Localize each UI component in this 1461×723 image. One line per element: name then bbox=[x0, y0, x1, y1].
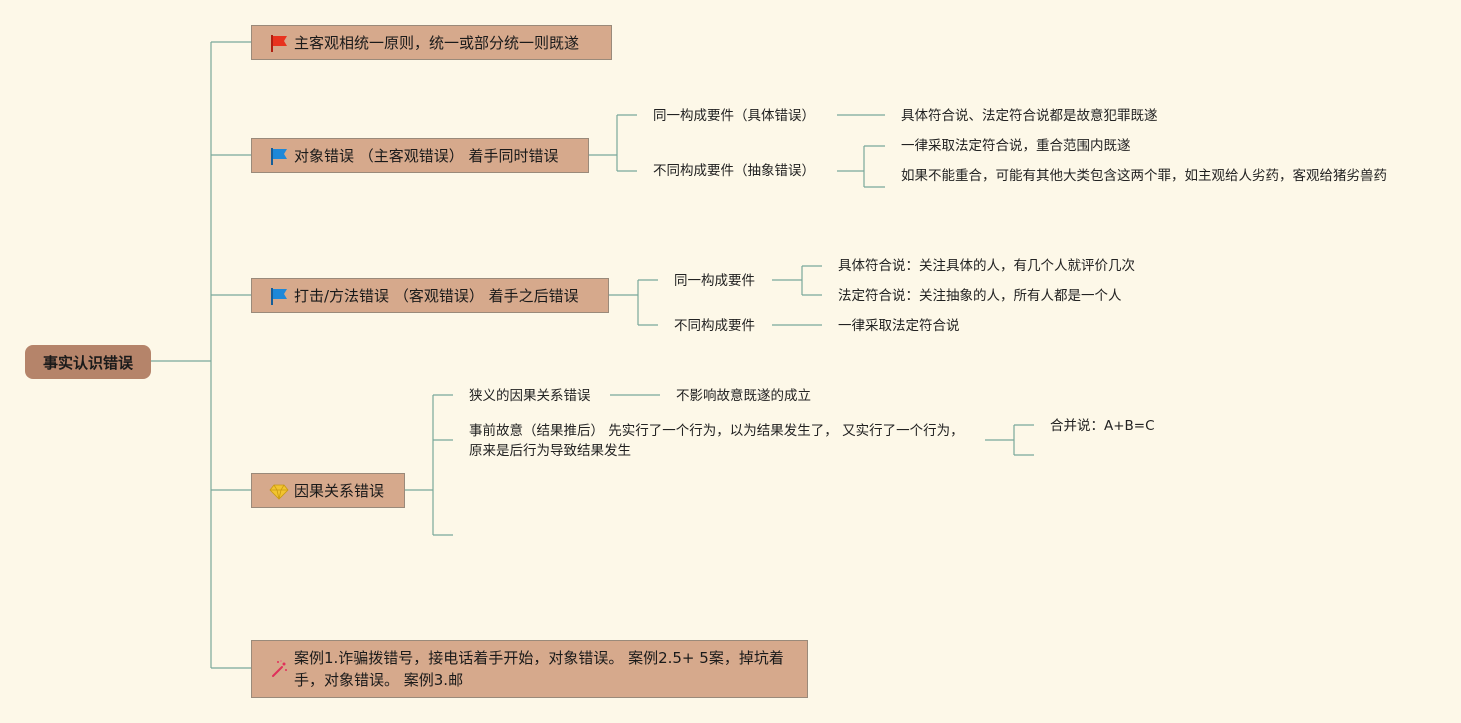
branch-cases[interactable]: 案例1.诈骗拨错号，接电话着手开始，对象错误。 案例2.5+ 5案，掉坑着手，对… bbox=[251, 640, 808, 698]
leaf-legal-theory[interactable]: 一律采取法定符合说，重合范围内既遂 bbox=[901, 138, 1131, 154]
leaf-both-theories[interactable]: 具体符合说、法定符合说都是故意犯罪既遂 bbox=[901, 108, 1158, 124]
branch-causation-error[interactable]: 因果关系错误 bbox=[251, 473, 405, 508]
sub-same-elements[interactable]: 同一构成要件 bbox=[674, 273, 755, 289]
branch-object-error[interactable]: 对象错误 （主客观错误） 着手同时错误 bbox=[251, 138, 589, 173]
leaf-concrete-theory[interactable]: 具体符合说：关注具体的人，有几个人就评价几次 bbox=[838, 258, 1135, 274]
leaf-no-effect[interactable]: 不影响故意既遂的成立 bbox=[676, 388, 811, 404]
branch-label: 打击/方法错误 （客观错误） 着手之后错误 bbox=[294, 287, 579, 305]
magic-wand-icon bbox=[269, 659, 289, 679]
branch-label: 因果关系错误 bbox=[294, 482, 385, 500]
root-node[interactable]: 事实认识错误 bbox=[25, 345, 151, 379]
branch-label: 主客观相统一原则，统一或部分统一则既遂 bbox=[294, 34, 580, 52]
sub-narrow-causation[interactable]: 狭义的因果关系错误 bbox=[469, 388, 591, 404]
leaf-no-overlap[interactable]: 如果不能重合，可能有其他大类包含这两个罪，如主观给人劣药，客观给猪劣兽药 bbox=[901, 168, 1387, 184]
sub-different-elements[interactable]: 不同构成要件 bbox=[674, 318, 755, 334]
sub-different-elements[interactable]: 不同构成要件（抽象错误） bbox=[653, 163, 815, 179]
sub-prior-intent[interactable]: 事前故意（结果推后） 先实行了一个行为，以为结果发生了， 又实行了一个行为，原来… bbox=[469, 423, 964, 459]
leaf-merge-theory[interactable]: 合并说：A+B=C bbox=[1050, 418, 1155, 434]
sub-same-elements[interactable]: 同一构成要件（具体错误） bbox=[653, 108, 815, 124]
blue-flag-icon bbox=[269, 146, 289, 166]
branch-principle[interactable]: 主客观相统一原则，统一或部分统一则既遂 bbox=[251, 25, 612, 60]
branch-label: 对象错误 （主客观错误） 着手同时错误 bbox=[294, 147, 559, 165]
blue-flag-icon bbox=[269, 286, 289, 306]
leaf-legal-theory-only[interactable]: 一律采取法定符合说 bbox=[838, 318, 960, 334]
root-label: 事实认识错误 bbox=[42, 353, 133, 372]
diamond-icon bbox=[269, 481, 289, 501]
red-flag-icon bbox=[269, 33, 289, 53]
leaf-legal-theory[interactable]: 法定符合说：关注抽象的人，所有人都是一个人 bbox=[838, 288, 1122, 304]
branch-strike-error[interactable]: 打击/方法错误 （客观错误） 着手之后错误 bbox=[251, 278, 609, 313]
branch-label: 案例1.诈骗拨错号，接电话着手开始，对象错误。 案例2.5+ 5案，掉坑着手，对… bbox=[294, 649, 784, 689]
